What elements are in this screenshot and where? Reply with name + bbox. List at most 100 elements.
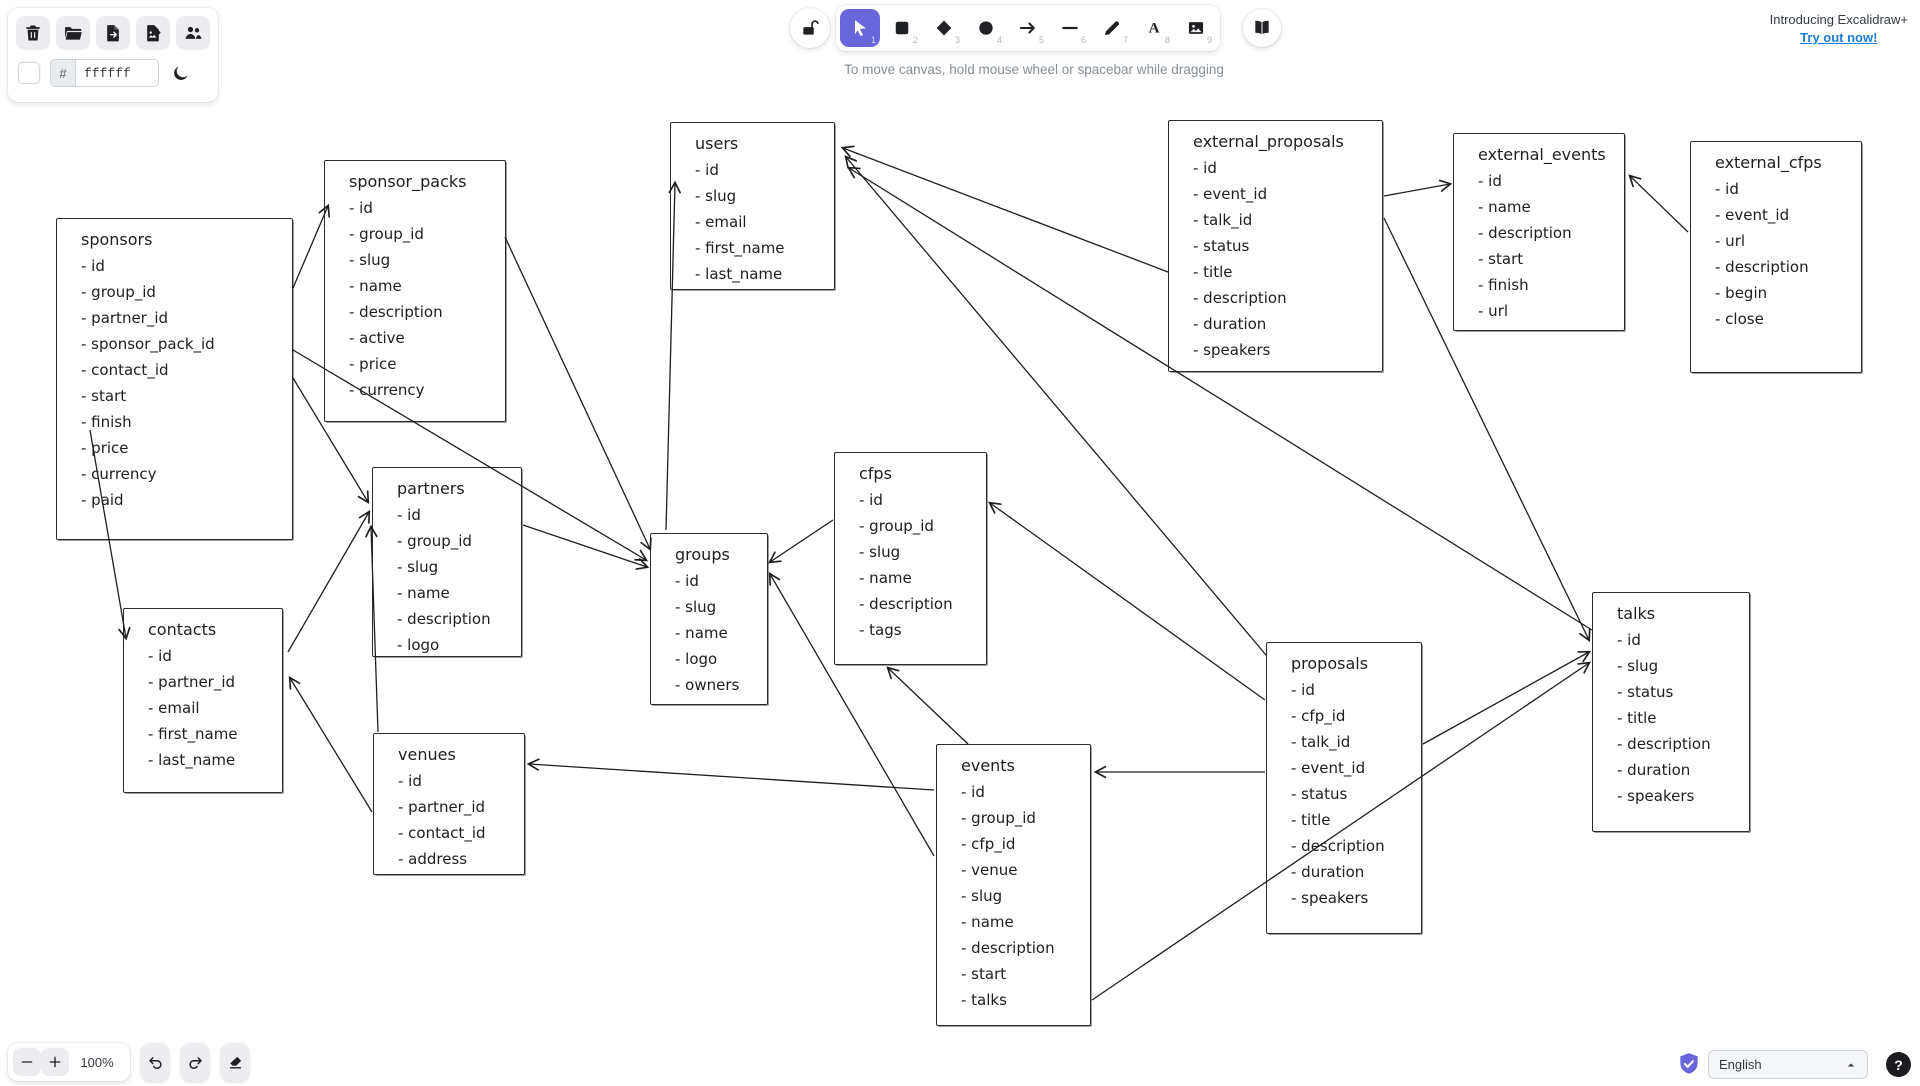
table-field-id: - id — [398, 772, 422, 790]
arrow-groups.owners-to-users[interactable] — [665, 180, 681, 531]
tool-image[interactable]: 9 — [1176, 9, 1216, 47]
table-field-email: - email — [148, 699, 200, 717]
table-field-email: - email — [695, 213, 747, 231]
arrow-external_proposals.event_id-to-external_events[interactable] — [1383, 179, 1453, 197]
tool-rectangle[interactable]: 2 — [882, 9, 922, 47]
redo-button[interactable] — [181, 1043, 209, 1081]
arrow-contacts.partner_id-to-partners[interactable] — [287, 509, 371, 653]
table-contacts[interactable]: contacts- id- partner_id- email- first_n… — [123, 608, 283, 793]
table-field-group_id: - group_id — [961, 809, 1036, 827]
table-users[interactable]: users- id- slug- email- first_name- last… — [670, 122, 835, 290]
arrow-proposals.speakers-to-users[interactable] — [844, 155, 1267, 656]
table-field-speakers: - speakers — [1193, 341, 1271, 359]
table-venues[interactable]: venues- id- partner_id- contact_id- addr… — [373, 733, 525, 875]
table-title: talks — [1617, 604, 1656, 623]
arrow-events.talks-to-talks[interactable] — [1091, 661, 1591, 1001]
table-external_events[interactable]: external_events- id- name- description- … — [1453, 133, 1625, 331]
table-title: groups — [675, 545, 730, 564]
table-field-tags: - tags — [859, 621, 902, 639]
arrow-sponsors.sponsor_pack_id-to-sponsor_packs[interactable] — [292, 203, 331, 289]
table-field-description: - description — [1193, 289, 1287, 307]
export-image-button[interactable] — [136, 16, 170, 50]
arrow-talks.speakers-to-users[interactable] — [846, 166, 1593, 631]
table-field-duration: - duration — [1617, 761, 1691, 779]
encryption-shield[interactable] — [1676, 1051, 1702, 1077]
arrow-proposals.cfp_id-to-cfps[interactable] — [988, 501, 1266, 701]
zoom-in-button[interactable] — [41, 1048, 69, 1076]
table-field-owners: - owners — [675, 676, 740, 694]
table-cfps[interactable]: cfps- id- group_id- slug- name- descript… — [834, 452, 987, 665]
zoom-out-button[interactable] — [13, 1048, 41, 1076]
table-proposals[interactable]: proposals- id- cfp_id- talk_id- event_id… — [1266, 642, 1422, 934]
arrow-events.cfp_id-to-cfps[interactable] — [886, 666, 969, 745]
table-field-name: - name — [349, 277, 402, 295]
tool-arrow[interactable]: 5 — [1008, 9, 1048, 47]
table-field-cfp_id: - cfp_id — [961, 835, 1016, 853]
live-collaboration-button[interactable] — [176, 16, 210, 50]
tool-selection[interactable]: 1 — [840, 9, 880, 47]
help-button[interactable]: ? — [1886, 1052, 1911, 1077]
tool-ellipse[interactable]: 4 — [966, 9, 1006, 47]
arrow-external_proposals.talk_id-to-talks[interactable] — [1383, 217, 1591, 643]
export-file-button[interactable] — [96, 16, 130, 50]
clear-canvas-button[interactable] — [16, 16, 50, 50]
arrow-events.group_id-to-groups[interactable] — [768, 571, 935, 857]
arrow-partners.group_id-to-groups[interactable] — [522, 524, 650, 570]
table-field-finish: - finish — [1478, 276, 1529, 294]
table-field-id: - id — [1478, 172, 1502, 190]
table-field-talk_id: - talk_id — [1193, 211, 1253, 229]
arrow-external_proposals.speakers-to-users[interactable] — [840, 145, 1169, 273]
arrow-external_cfps.event_id-to-external_events[interactable] — [1628, 174, 1689, 233]
canvas-background-swatch[interactable] — [18, 62, 40, 84]
table-title: cfps — [859, 464, 892, 483]
language-select[interactable]: English — [1708, 1050, 1868, 1079]
main-menu-island: # — [8, 8, 218, 102]
load-scene-button[interactable] — [56, 16, 90, 50]
redo-icon — [188, 1056, 202, 1069]
tool-diamond[interactable]: 3 — [924, 9, 964, 47]
arrow-sponsors.contact_id-to-contacts[interactable] — [89, 429, 131, 641]
canvas-color-input[interactable] — [76, 60, 158, 86]
question-mark: ? — [1894, 1056, 1903, 1073]
table-field-partner_id: - partner_id — [81, 309, 169, 327]
table-external_cfps[interactable]: external_cfps- id- event_id- url- descri… — [1690, 141, 1862, 373]
table-groups[interactable]: groups- id- slug- name- logo- owners — [650, 533, 768, 705]
arrow-sponsors.partner_id-to-partners[interactable] — [292, 377, 370, 505]
try-out-now-link[interactable]: Try out now! — [1800, 30, 1878, 45]
table-field-slug: - slug — [349, 251, 391, 269]
collaborators-icon — [185, 26, 202, 39]
table-field-status: - status — [1193, 237, 1250, 255]
shortcut-label: 2 — [912, 35, 918, 45]
table-sponsors[interactable]: sponsors- id- group_id- partner_id- spon… — [56, 218, 293, 540]
tool-line[interactable]: 6 — [1050, 9, 1090, 47]
arrow-sponsors.group_id-to-groups[interactable] — [292, 349, 649, 562]
undo-button[interactable] — [141, 1043, 169, 1081]
arrow-sponsor_packs.group_id-to-groups[interactable] — [504, 236, 652, 552]
table-talks[interactable]: talks- id- slug- status- title- descript… — [1592, 592, 1750, 832]
tool-draw[interactable]: 7 — [1092, 9, 1132, 47]
eraser-icon — [229, 1056, 241, 1069]
folder-open-icon — [65, 27, 82, 40]
table-external_proposals[interactable]: external_proposals- id- event_id- talk_i… — [1168, 120, 1383, 372]
table-field-finish: - finish — [81, 413, 132, 431]
arrow-cfps.group_id-to-groups[interactable] — [768, 519, 834, 564]
dark-mode-toggle[interactable] — [171, 64, 190, 83]
table-field-currency: - currency — [81, 465, 157, 483]
library-button[interactable] — [1243, 9, 1281, 47]
excalidraw-plus-promo: Introducing Excalidraw+ Try out now! — [1770, 11, 1908, 47]
table-events[interactable]: events- id- group_id- cfp_id- venue- slu… — [936, 744, 1091, 1026]
arrow-proposals.talk_id-to-talks[interactable] — [1422, 650, 1592, 745]
keep-tool-active-button[interactable] — [790, 8, 830, 48]
arrow-venues.partner_id-to-partners[interactable] — [365, 524, 379, 733]
arrow-venues.contact_id-to-contacts[interactable] — [288, 675, 373, 813]
table-sponsor_packs[interactable]: sponsor_packs- id- group_id- slug- name-… — [324, 160, 506, 422]
tool-text[interactable]: A 8 — [1134, 9, 1174, 47]
table-field-id: - id — [1715, 180, 1739, 198]
zoom-level-reset[interactable]: 100% — [69, 1055, 125, 1070]
eraser-button[interactable] — [221, 1043, 249, 1081]
table-field-last_name: - last_name — [695, 265, 783, 283]
table-field-price: - price — [349, 355, 397, 373]
arrow-events.venue-to-venues[interactable] — [526, 758, 935, 791]
shortcut-label: 4 — [996, 35, 1002, 45]
